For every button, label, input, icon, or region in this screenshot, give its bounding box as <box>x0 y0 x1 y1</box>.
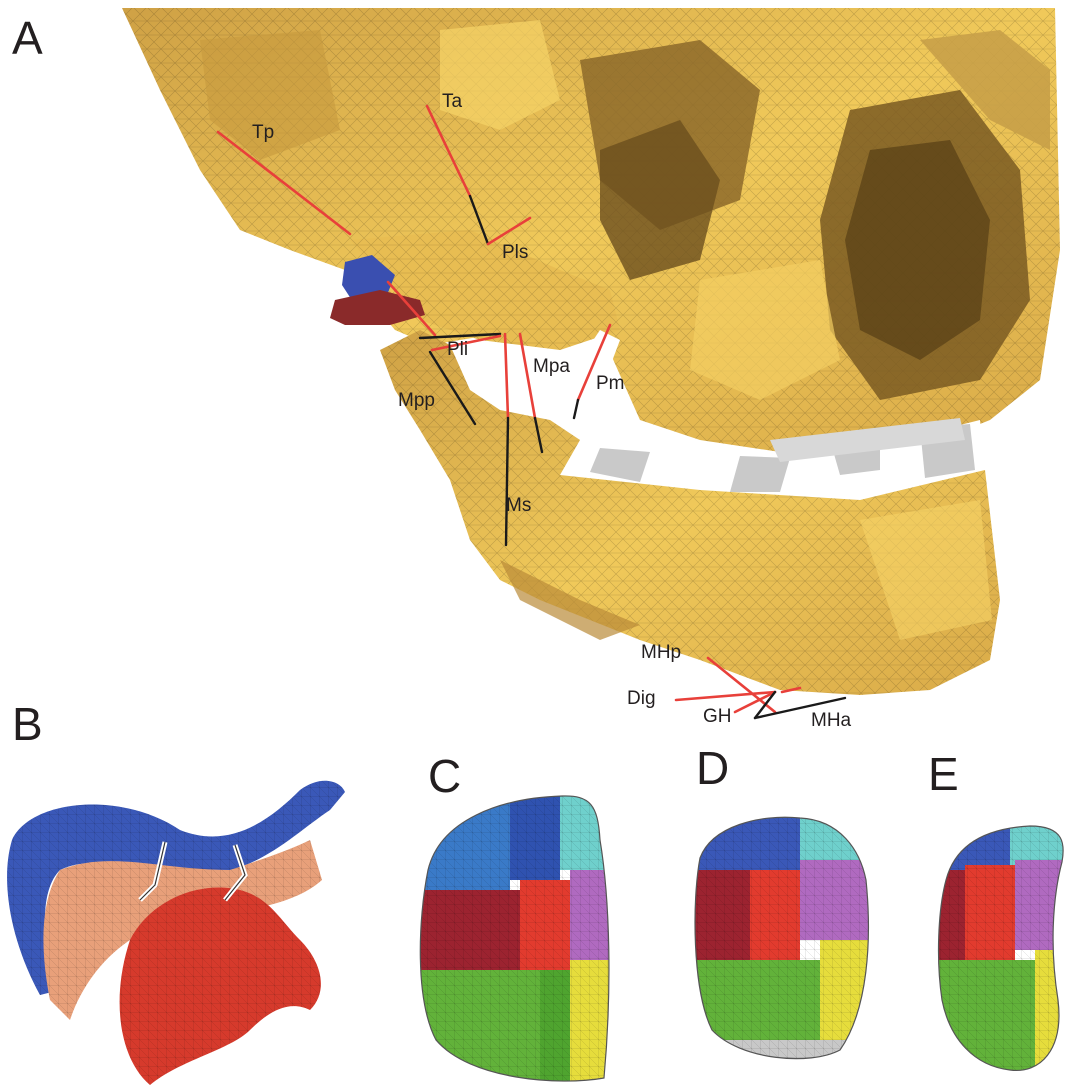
label-ta: Ta <box>442 91 463 112</box>
label-ms: Ms <box>506 495 531 516</box>
panel-b-tmj-mesh <box>7 781 345 1085</box>
label-gh: GH <box>703 706 732 727</box>
label-mpa: Mpa <box>533 356 570 377</box>
panel-label-a: A <box>12 12 43 64</box>
panel-label-c: C <box>428 750 461 802</box>
label-pm: Pm <box>596 373 625 394</box>
label-mha: MHa <box>811 710 852 731</box>
label-pls: Pls <box>502 242 528 263</box>
panel-a-skull <box>122 8 1060 695</box>
panel-label-e: E <box>928 748 959 800</box>
panel-d-condyle-regions <box>690 810 870 1070</box>
label-dig: Dig <box>627 688 656 709</box>
label-mhp: MHp <box>641 642 681 663</box>
panel-e-condyle-regions <box>935 820 1065 1080</box>
label-mpp: Mpp <box>398 390 435 411</box>
panel-label-d: D <box>696 742 729 794</box>
label-pli: Pli <box>447 339 468 360</box>
panel-label-b: B <box>12 698 43 750</box>
label-tp: Tp <box>252 122 274 143</box>
